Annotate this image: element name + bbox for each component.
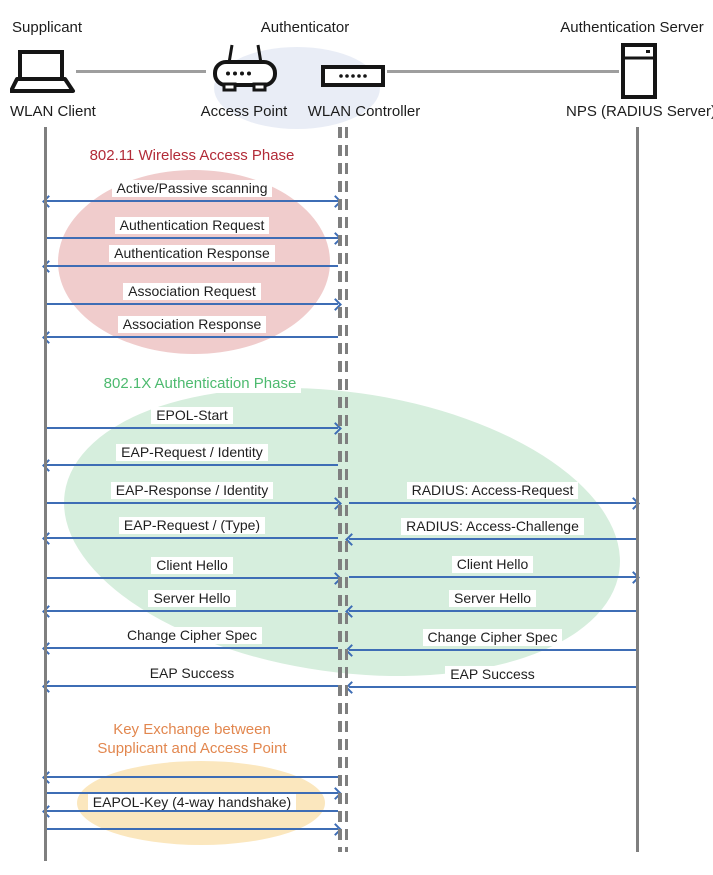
message-arrow bbox=[46, 571, 342, 585]
message-arrow bbox=[345, 532, 636, 546]
message-label: EAP-Request / (Type) bbox=[118, 517, 266, 534]
message-arrow bbox=[345, 643, 636, 657]
key-exchange-title-line1: Key Exchange between bbox=[108, 721, 276, 739]
message-label: EAP-Response / Identity bbox=[110, 482, 274, 499]
message-row: EAP-Request / Identity bbox=[42, 443, 338, 473]
message-row: Client Hello bbox=[46, 556, 342, 586]
message-arrow bbox=[46, 231, 342, 245]
connector-line bbox=[387, 70, 619, 73]
device-wlan-controller: WLAN Controller bbox=[307, 103, 421, 120]
message-row: EAP Success bbox=[345, 665, 636, 695]
message-arrow bbox=[42, 458, 338, 472]
message-row: Client Hello bbox=[349, 555, 640, 585]
message-label: RADIUS: Access-Challenge bbox=[401, 518, 584, 535]
key-exchange-arrow bbox=[42, 770, 338, 784]
key-exchange-arrow bbox=[46, 786, 342, 800]
message-arrow bbox=[345, 680, 636, 694]
message-row: Server Hello bbox=[345, 589, 636, 619]
message-row: EPOL-Start bbox=[46, 406, 342, 436]
phase-80211-title: 802.11 Wireless Access Phase bbox=[46, 146, 338, 165]
message-arrow bbox=[349, 570, 640, 584]
wlan-controller-icon bbox=[321, 65, 385, 92]
message-row: Authentication Request bbox=[46, 216, 342, 246]
key-exchange-title: Key Exchange between Supplicant and Acce… bbox=[46, 720, 338, 758]
message-arrow bbox=[46, 421, 342, 435]
device-access-point: Access Point bbox=[200, 103, 288, 120]
server-icon bbox=[620, 43, 658, 105]
message-row: Authentication Response bbox=[42, 244, 338, 274]
message-label: Client Hello bbox=[451, 556, 534, 573]
access-point-icon bbox=[212, 42, 278, 99]
key-exchange-title-line2: Supplicant and Access Point bbox=[92, 740, 292, 758]
phase-8021x-title-text: 802.1X Authentication Phase bbox=[98, 375, 302, 393]
message-label: Association Request bbox=[123, 283, 261, 300]
message-row: RADIUS: Access-Challenge bbox=[345, 517, 636, 547]
message-label: EAP Success bbox=[144, 665, 240, 682]
message-arrow bbox=[42, 804, 338, 818]
message-arrow bbox=[42, 679, 338, 693]
message-row: Active/Passive scanning bbox=[42, 179, 342, 209]
message-row: Server Hello bbox=[42, 589, 338, 619]
message-label: EAP Success bbox=[445, 666, 540, 683]
message-arrow bbox=[345, 604, 636, 618]
message-arrow bbox=[42, 194, 342, 208]
key-exchange-arrow bbox=[46, 822, 342, 836]
message-label: Authentication Response bbox=[109, 245, 275, 262]
message-arrow bbox=[42, 604, 338, 618]
message-row: EAPOL-Key (4-way handshake) bbox=[42, 793, 338, 818]
message-label: Server Hello bbox=[448, 590, 537, 607]
message-row: Association Response bbox=[42, 315, 338, 345]
message-arrow bbox=[349, 496, 640, 510]
lifeline-nps bbox=[636, 127, 639, 852]
device-wlan-client: WLAN Client bbox=[10, 103, 96, 120]
message-row: EAP Success bbox=[42, 664, 338, 694]
phase-8021x-title: 802.1X Authentication Phase bbox=[54, 374, 346, 393]
message-label: Change Cipher Spec bbox=[422, 629, 563, 646]
message-arrow bbox=[42, 531, 338, 545]
role-authenticator: Authenticator bbox=[260, 19, 350, 36]
message-label: Change Cipher Spec bbox=[122, 627, 262, 644]
message-row: EAP-Request / (Type) bbox=[42, 516, 338, 546]
laptop-icon bbox=[9, 50, 76, 100]
phase-80211-title-text: 802.11 Wireless Access Phase bbox=[84, 147, 300, 165]
message-label: EAPOL-Key (4-way handshake) bbox=[87, 794, 297, 811]
message-label: Authentication Request bbox=[114, 217, 270, 234]
message-row: Change Cipher Spec bbox=[345, 628, 636, 658]
message-label: Active/Passive scanning bbox=[111, 180, 273, 197]
message-row: Association Request bbox=[46, 282, 342, 312]
lifeline-wlan-controller bbox=[338, 127, 342, 852]
connector-line bbox=[76, 70, 206, 73]
lifeline-wlan-controller bbox=[344, 127, 348, 852]
message-row: RADIUS: Access-Request bbox=[349, 481, 640, 511]
role-authentication-server: Authentication Server bbox=[560, 19, 704, 36]
message-row: EAP-Response / Identity bbox=[46, 481, 342, 511]
message-label: Server Hello bbox=[148, 590, 236, 607]
device-nps: NPS (RADIUS Server) bbox=[565, 103, 713, 120]
message-arrow bbox=[42, 330, 338, 344]
message-label: Association Response bbox=[117, 316, 267, 333]
message-label: EAP-Request / Identity bbox=[116, 444, 268, 461]
message-row: Change Cipher Spec bbox=[42, 626, 338, 656]
role-supplicant: Supplicant bbox=[12, 19, 83, 36]
message-label: Client Hello bbox=[151, 557, 233, 574]
lifeline-wlan-client bbox=[44, 127, 47, 861]
message-arrow bbox=[42, 259, 338, 273]
message-label: EPOL-Start bbox=[151, 407, 233, 424]
message-arrow bbox=[46, 297, 342, 311]
message-arrow bbox=[46, 496, 342, 510]
message-arrow bbox=[42, 641, 338, 655]
message-label: RADIUS: Access-Request bbox=[406, 482, 579, 499]
